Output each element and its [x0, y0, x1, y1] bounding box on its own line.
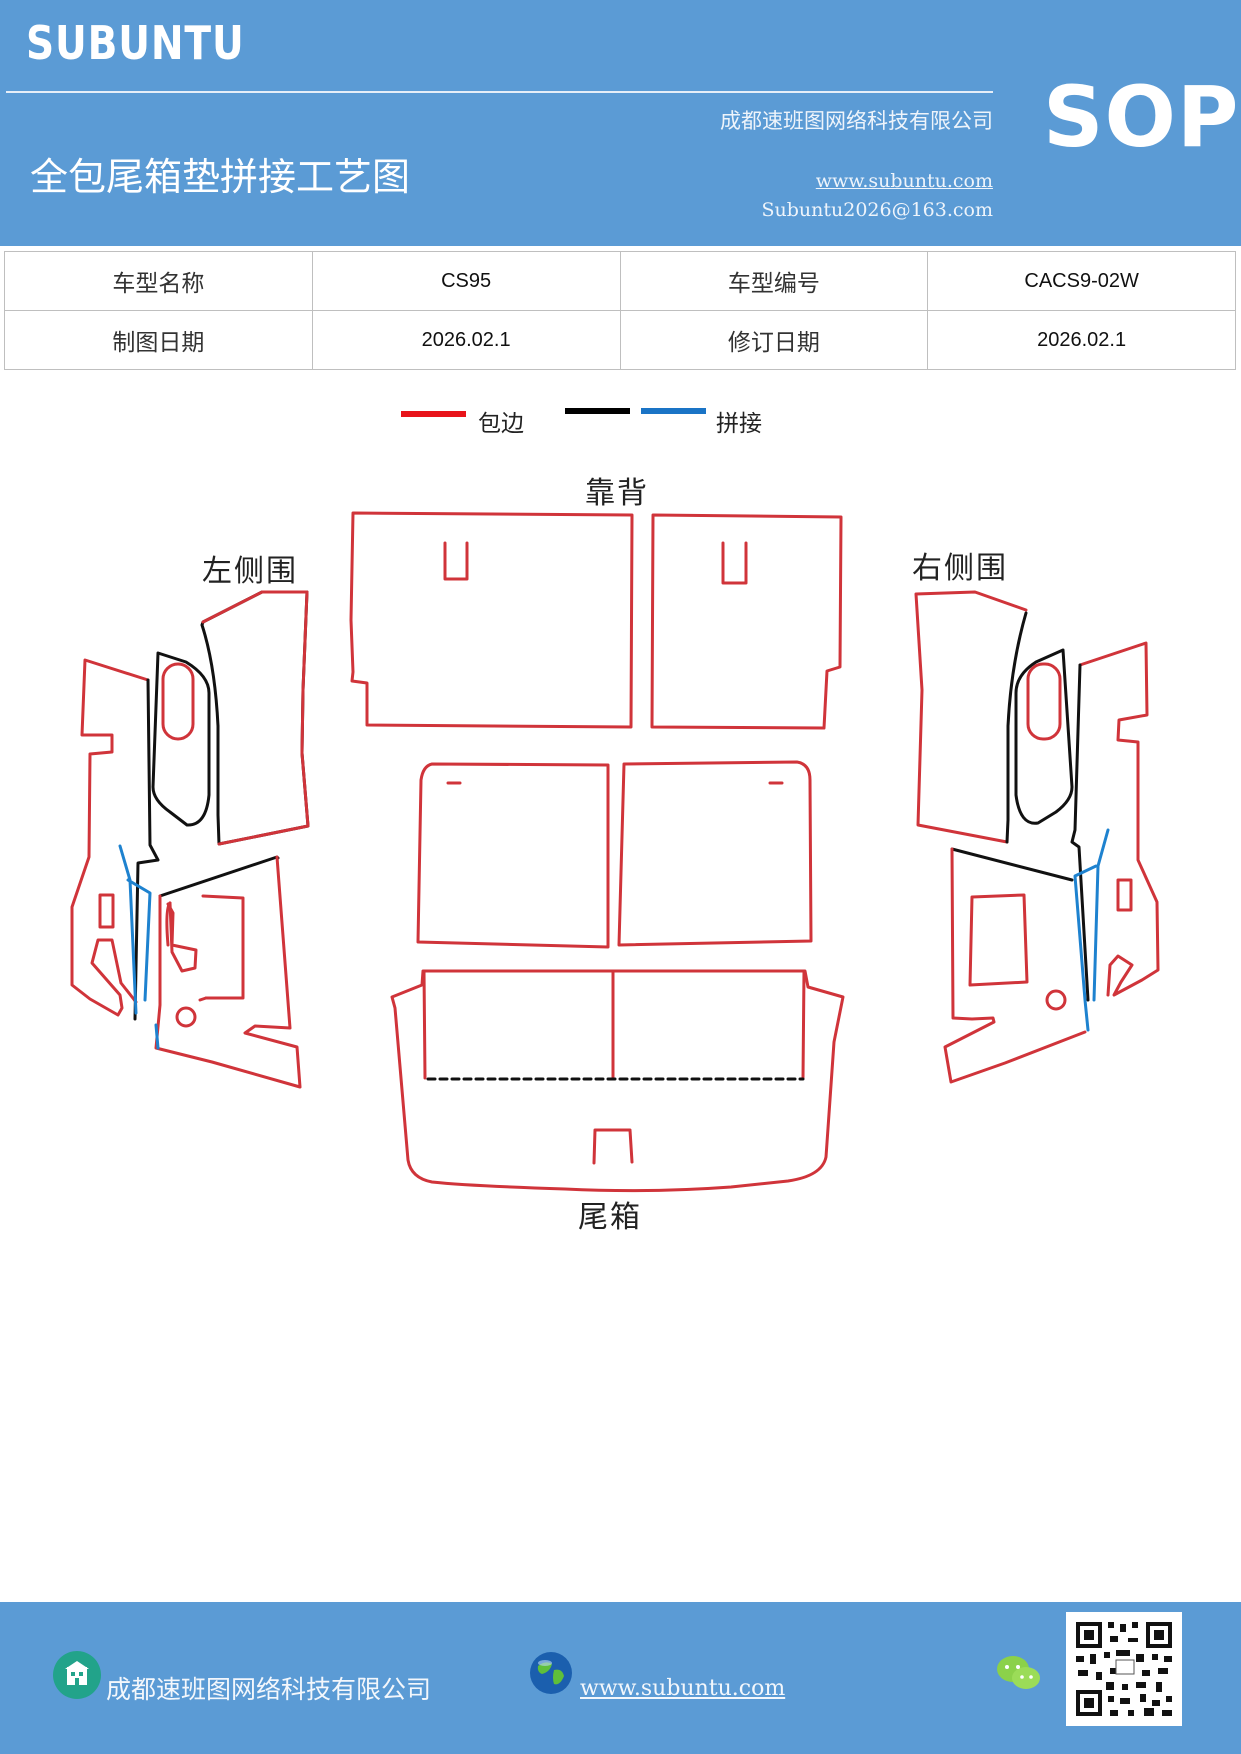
building-icon	[53, 1651, 101, 1699]
model-code-value: CACS9-02W	[927, 251, 1236, 311]
model-name-label: 车型名称	[4, 251, 313, 311]
brand-logo: SUBUNTU	[26, 16, 245, 70]
drawing-date-label: 制图日期	[4, 310, 313, 370]
revision-date-value: 2026.02.1	[927, 310, 1236, 370]
backrest-label: 靠背	[585, 476, 649, 511]
backrest-right-panel	[650, 513, 843, 730]
drawing-date-value: 2026.02.1	[311, 310, 621, 370]
vehicle-info-table: 车型名称 CS95 车型编号 CACS9-02W 制图日期 2026.02.1 …	[4, 251, 1236, 370]
right-side-panel-lower	[943, 847, 1087, 1084]
header-banner	[0, 0, 1241, 246]
footer-website-link[interactable]: www.subuntu.com	[580, 1676, 786, 1701]
left-side-panel-upper-outer	[200, 590, 310, 846]
qr-code[interactable]	[1066, 1612, 1182, 1726]
left-side-label: 左侧围	[202, 554, 298, 589]
left-side-panel-lower	[154, 855, 302, 1089]
right-side-panel-upper-outer	[914, 590, 1028, 844]
model-name-value: CS95	[311, 251, 621, 311]
trunk-label: 尾箱	[578, 1200, 642, 1235]
footer-company-name: 成都速班图网络科技有限公司	[106, 1675, 432, 1704]
right-side-label: 右侧围	[912, 551, 1008, 586]
header-website-link[interactable]: www.subuntu.com	[815, 170, 993, 192]
header-email[interactable]: Subuntu2026@163.com	[761, 199, 993, 221]
backrest-left-panel	[349, 511, 634, 729]
middle-left-panel	[416, 762, 610, 949]
wechat-icon[interactable]	[994, 1650, 1044, 1696]
header-company-name: 成都速班图网络科技有限公司	[720, 109, 993, 133]
globe-icon	[528, 1650, 574, 1696]
table-row: 制图日期 2026.02.1 修订日期 2026.02.1	[4, 310, 1236, 370]
legend-label-join: 拼接	[716, 411, 762, 437]
revision-date-label: 修订日期	[619, 310, 929, 370]
header-divider	[6, 91, 993, 93]
sop-badge: SOP	[1043, 68, 1240, 166]
right-side-panel-upper-inner	[1014, 648, 1074, 825]
model-code-label: 车型编号	[619, 251, 929, 311]
right-side-panel-outer	[1070, 641, 1160, 1032]
trunk-floor-panel	[390, 969, 845, 1193]
legend-label-edge: 包边	[478, 411, 524, 437]
document-title: 全包尾箱垫拼接工艺图	[30, 155, 411, 199]
left-side-panel-outer	[70, 658, 160, 1021]
table-row: 车型名称 CS95 车型编号 CACS9-02W	[4, 251, 1236, 311]
middle-right-panel	[617, 760, 813, 947]
left-side-panel-upper-inner	[151, 651, 211, 827]
